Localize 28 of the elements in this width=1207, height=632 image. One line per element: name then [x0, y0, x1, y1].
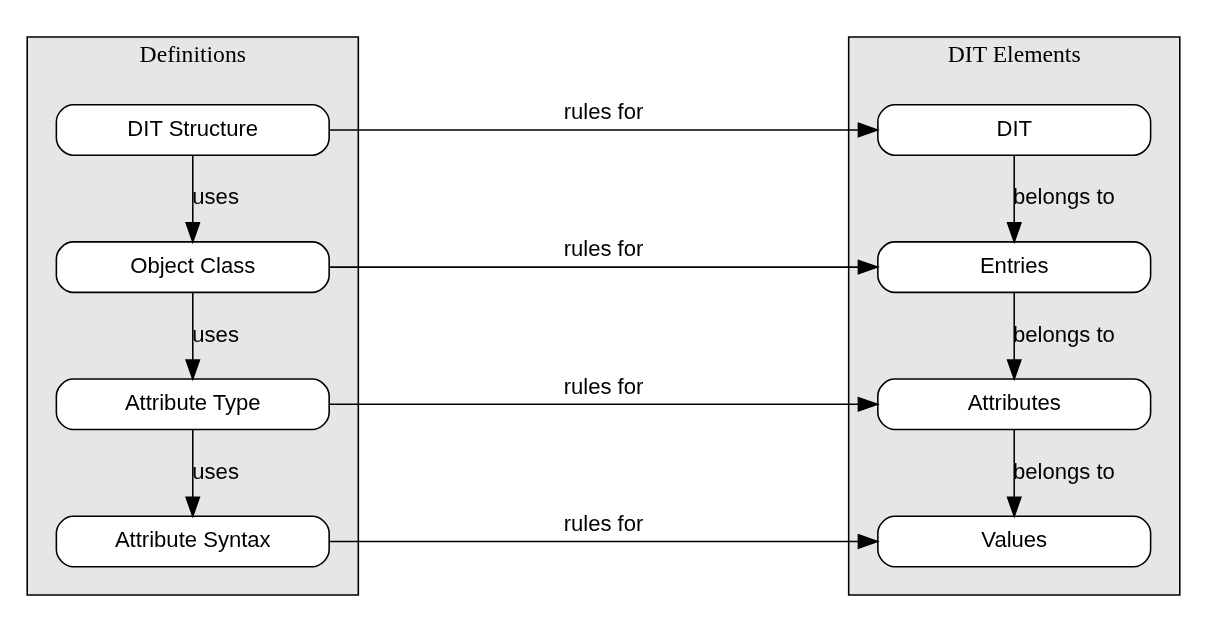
- arrow: [1006, 291, 1022, 382]
- edge-label: uses: [192, 184, 239, 210]
- node-box: Values: [877, 515, 1152, 568]
- node-box: Entries: [877, 241, 1152, 294]
- edge-label: uses: [192, 321, 239, 347]
- edge-label: belongs to: [1012, 458, 1115, 484]
- edge-label: belongs to: [1012, 321, 1115, 347]
- edge-label: rules for: [563, 99, 644, 125]
- edge-label: uses: [192, 458, 239, 484]
- node-box: DIT Structure: [55, 103, 330, 156]
- node-box: Object Class: [55, 241, 330, 294]
- node-box: Attribute Type: [55, 378, 330, 431]
- arrow: [185, 291, 201, 382]
- arrow: [185, 154, 201, 245]
- node-box: Attributes: [877, 378, 1152, 431]
- arrow: [1006, 429, 1022, 519]
- node-box: Attribute Syntax: [55, 515, 330, 568]
- arrow: [328, 396, 880, 413]
- arrow: [328, 533, 880, 550]
- arrow: [1006, 154, 1022, 245]
- edge-label: rules for: [563, 510, 644, 536]
- edge-label: rules for: [563, 236, 644, 262]
- arrow: [328, 259, 880, 275]
- edge-label: rules for: [563, 373, 644, 399]
- node-box: DIT: [877, 103, 1152, 156]
- arrow: [185, 429, 201, 519]
- arrow: [328, 122, 880, 138]
- edge-label: belongs to: [1012, 184, 1115, 210]
